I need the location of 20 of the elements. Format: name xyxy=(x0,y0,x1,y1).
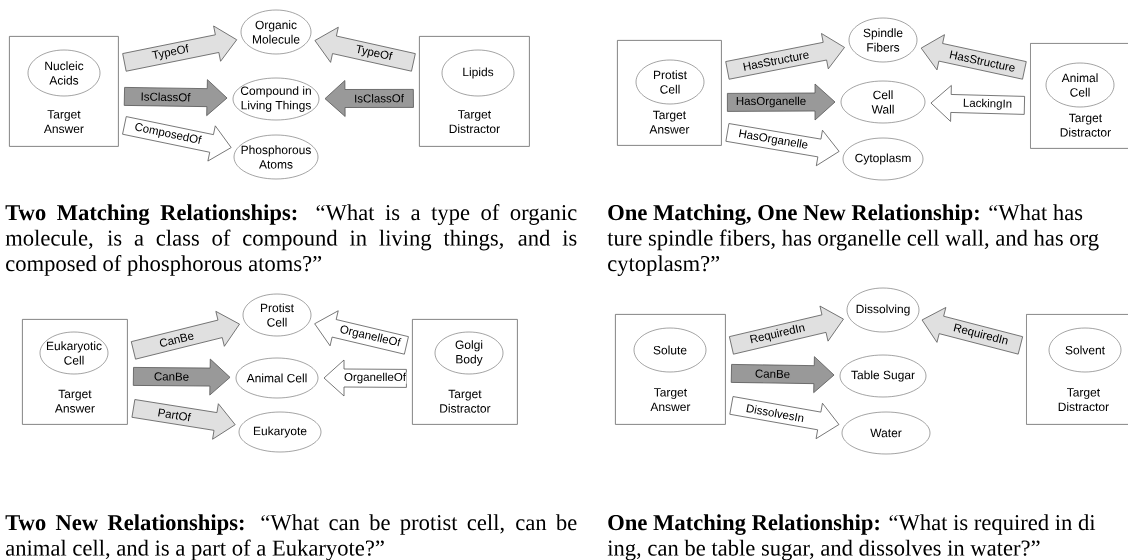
edge-label: TypeOf xyxy=(353,43,394,64)
edge-label: IsClassOf xyxy=(353,93,405,104)
caption-text: Two New Relationships: “What can be protist cell, can be animal cell, and is a part of a Eukaryote?” xyxy=(5,514,577,560)
edge-label: CanBe xyxy=(157,330,196,349)
edge-label: CanBe xyxy=(754,368,791,379)
edge-label: HasStructure xyxy=(741,49,811,72)
edge-label: DissolvesIn xyxy=(744,403,806,423)
edge-label: RequiredIn xyxy=(748,322,807,347)
caption-text: cytoplasm?” xyxy=(608,255,720,276)
caption-text: One Matching Relationship: “What is required in di xyxy=(608,514,1096,535)
edge-label: CanBe xyxy=(153,371,190,382)
edge-label: TypeOf xyxy=(150,43,191,63)
caption-text: ture spindle fibers, has organelle cell wall, and has org xyxy=(607,229,1099,251)
caption-text: ing, can be table sugar, and dissolves in water?” xyxy=(607,539,1040,560)
edge-label: HasOrganelle xyxy=(735,96,807,108)
edge-label: OrganelleOf xyxy=(343,372,407,384)
caption-text: One Matching, One New Relationship: “What has xyxy=(608,204,1083,225)
edge-label: PartOf xyxy=(156,407,192,423)
caption-text: Two Matching Relationships: “What is a type of organic molecule, is a class of compound in living things, and is composed of phosphorous atoms?” xyxy=(5,204,577,276)
edge-label: IsClassOf xyxy=(140,91,192,103)
